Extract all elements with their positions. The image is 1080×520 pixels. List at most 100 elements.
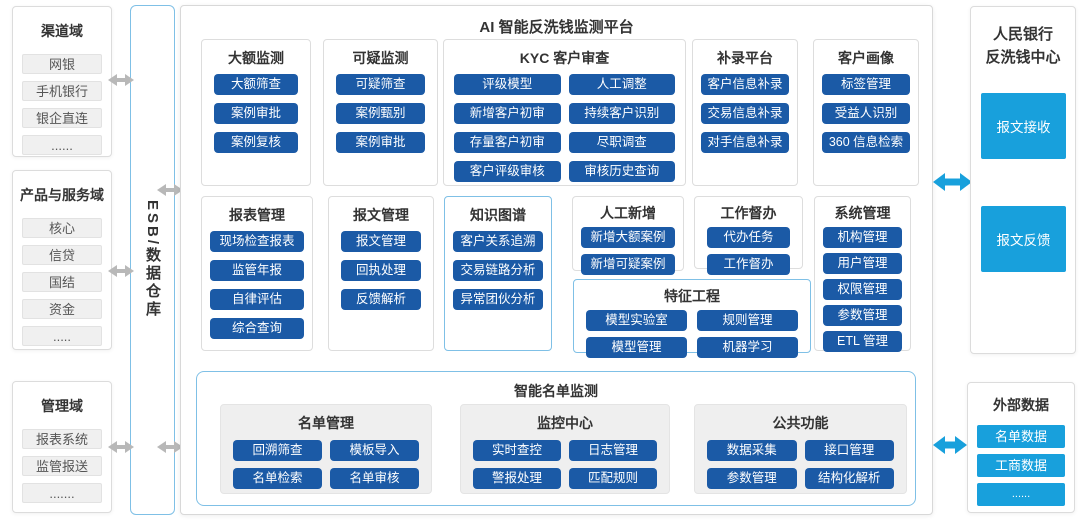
feature-chip: 模型实验室	[586, 310, 687, 331]
group-monitoring-center: 监控中心 实时查控 日志管理 警报处理 匹配规则	[460, 404, 670, 494]
feature-chip: 现场检查报表	[210, 231, 304, 252]
module-title: 工作督办	[720, 205, 777, 221]
pboc-aml-center-panel: 人民银行 反洗钱中心 报文接收 报文反馈	[970, 6, 1076, 354]
external-data-panel: 外部数据 名单数据 工商数据 ......	[967, 382, 1075, 513]
esb-label: ESB/数据仓库	[144, 200, 161, 320]
module-customer-profile: 客户画像 标签管理 受益人识别 360 信息检索	[813, 39, 919, 186]
feature-chip: 新增大额案例	[581, 227, 675, 248]
feature-chip: 监管年报	[210, 260, 304, 281]
product-item-more: .....	[22, 326, 102, 346]
feature-chip: 案例甄别	[336, 103, 425, 124]
data-flow-arrow	[108, 264, 134, 278]
feature-chip: 存量客户初审	[454, 132, 561, 153]
feature-chip: 名单检索	[233, 468, 322, 489]
feature-chip: 评级模型	[454, 74, 561, 95]
feature-chip: 结构化解析	[804, 468, 894, 489]
feature-chip: 自律评估	[210, 289, 304, 310]
external-data-title: 外部数据	[993, 397, 1049, 413]
external-data-item-more: ......	[977, 483, 1065, 506]
feature-chip: 标签管理	[822, 74, 910, 95]
channel-domain-title: 渠道域	[41, 23, 83, 39]
message-receive-block: 报文接收	[981, 93, 1066, 159]
group-list-management: 名单管理 回溯筛查 模板导入 名单检索 名单审核	[220, 404, 432, 494]
feature-chip: 用户管理	[823, 253, 902, 274]
feature-chip: 案例审批	[336, 132, 425, 153]
feature-chip: 尽职调查	[568, 132, 675, 153]
feature-chip: 新增可疑案例	[581, 254, 675, 275]
module-title: 系统管理	[834, 205, 891, 221]
group-title: 名单管理	[298, 415, 354, 431]
feature-chip: 机构管理	[823, 227, 902, 248]
feature-chip: 回溯筛查	[233, 440, 322, 461]
feature-chip: 客户信息补录	[701, 74, 789, 95]
platform-title: AI 智能反洗钱监测平台	[479, 19, 634, 36]
feature-chip: 案例审批	[214, 103, 298, 124]
data-flow-arrow	[108, 440, 134, 454]
group-common-functions: 公共功能 数据采集 接口管理 参数管理 结构化解析	[694, 404, 907, 494]
module-title: 客户画像	[838, 50, 894, 66]
channel-domain-panel: 渠道域 网银 手机银行 银企直连 ......	[12, 6, 112, 157]
data-flow-arrow	[157, 440, 183, 454]
feature-chip: 受益人识别	[822, 103, 910, 124]
pboc-title: 人民银行 反洗钱中心	[971, 7, 1075, 70]
module-work-supervision: 工作督办 代办任务 工作督办	[694, 196, 803, 275]
feature-chip: 持续客户识别	[568, 103, 675, 124]
feature-chip: 客户关系追溯	[453, 231, 543, 252]
feature-chip: 参数管理	[707, 468, 797, 489]
channel-item: 银企直连	[22, 108, 102, 128]
product-item: 国结	[22, 272, 102, 292]
data-flow-arrow	[933, 172, 972, 192]
product-service-domain-title: 产品与服务域	[20, 187, 104, 203]
feature-chip: 接口管理	[804, 440, 894, 461]
aml-platform-panel: AI 智能反洗钱监测平台 大额监测 大额筛查 案例审批 案例复核 可疑监测 可疑…	[180, 5, 933, 515]
feature-chip: 案例复核	[214, 132, 298, 153]
feature-chip: 日志管理	[569, 440, 657, 461]
module-title: 报表管理	[229, 207, 285, 223]
feature-chip: 警报处理	[473, 468, 561, 489]
external-data-item: 工商数据	[977, 454, 1065, 477]
feature-chip: 机器学习	[697, 337, 798, 358]
feature-chip: 实时查控	[473, 440, 561, 461]
feature-chip: 数据采集	[707, 440, 797, 461]
data-flow-arrow	[108, 73, 134, 87]
product-item: 资金	[22, 299, 102, 319]
channel-item: 网银	[22, 54, 102, 74]
feature-chip: 大额筛查	[214, 74, 298, 95]
module-message-management: 报文管理 报文管理 回执处理 反馈解析	[328, 196, 434, 351]
feature-chip: 工作督办	[707, 254, 790, 275]
management-domain-title: 管理域	[41, 398, 83, 414]
management-item-more: .......	[22, 483, 102, 503]
group-title: 监控中心	[537, 415, 593, 431]
product-item: 核心	[22, 218, 102, 238]
feature-chip: 反馈解析	[341, 289, 421, 310]
smart-list-title: 智能名单监测	[514, 383, 598, 399]
module-title: 报文管理	[353, 207, 409, 223]
feature-chip: 名单审核	[330, 468, 419, 489]
feature-chip: 交易信息补录	[701, 103, 789, 124]
module-suspicious-monitoring: 可疑监测 可疑筛查 案例甄别 案例审批	[323, 39, 438, 186]
module-title: 可疑监测	[352, 50, 409, 66]
feature-chip: 可疑筛查	[336, 74, 425, 95]
feature-chip: 规则管理	[697, 310, 798, 331]
message-feedback-block: 报文反馈	[981, 206, 1066, 272]
feature-chip: 回执处理	[341, 260, 421, 281]
channel-item-more: ......	[22, 135, 102, 155]
feature-chip: 360 信息检索	[822, 132, 910, 153]
module-title: 知识图谱	[470, 207, 526, 223]
management-item: 报表系统	[22, 429, 102, 449]
feature-chip: 参数管理	[823, 305, 902, 326]
module-feature-engineering: 特征工程 模型实验室 规则管理 模型管理 机器学习	[573, 279, 811, 358]
data-flow-arrow	[157, 183, 183, 197]
group-title: 公共功能	[772, 415, 829, 431]
data-flow-arrow	[933, 435, 967, 455]
feature-chip: 代办任务	[707, 227, 790, 248]
module-supplement-platform: 补录平台 客户信息补录 交易信息补录 对手信息补录	[692, 39, 798, 186]
feature-chip: 模型管理	[586, 337, 687, 358]
module-report-management: 报表管理 现场检查报表 监管年报 自律评估 综合查询	[201, 196, 313, 351]
module-kyc-review: KYC 客户审查 评级模型 人工调整 新增客户初审 持续客户识别 存量客户初审 …	[443, 39, 686, 186]
feature-chip: 交易链路分析	[453, 260, 543, 281]
external-data-item: 名单数据	[977, 425, 1065, 448]
management-domain-panel: 管理域 报表系统 监管报送 .......	[12, 381, 112, 513]
module-title: 大额监测	[228, 50, 284, 66]
